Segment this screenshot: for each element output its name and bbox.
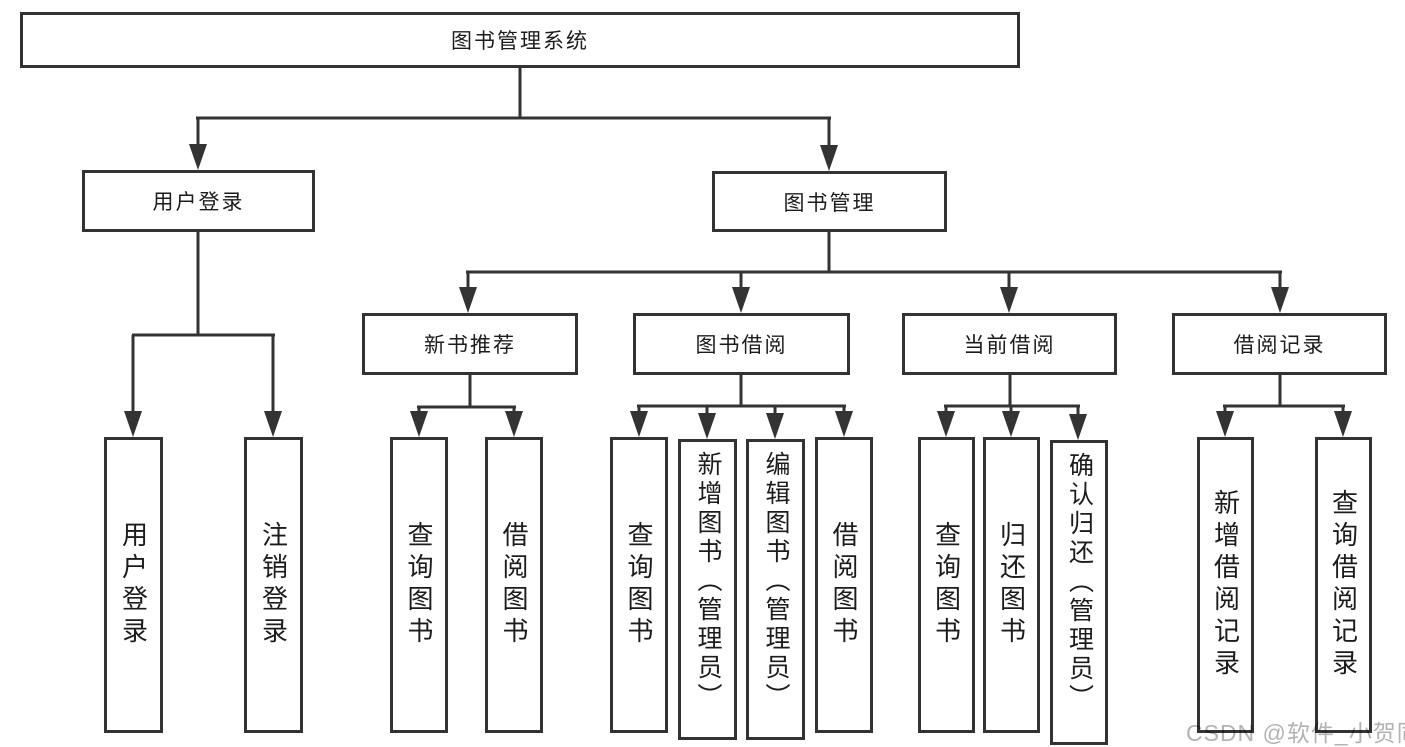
node-label: 编辑图书（管理员） — [762, 451, 790, 712]
node-label: 查询图书 — [404, 521, 434, 649]
node-edit-book-admin: 编辑图书（管理员） — [746, 439, 805, 740]
node-return-book: 归还图书 — [983, 437, 1040, 733]
node-book-borrow: 图书借阅 — [633, 313, 850, 375]
connector-root-to-level2 — [189, 64, 838, 171]
node-label: 借阅图书 — [499, 521, 529, 649]
connector-book-borrow-to-leaves — [630, 372, 853, 439]
node-logout: 注销登录 — [244, 437, 303, 733]
node-label: 归还图书 — [996, 521, 1027, 649]
connector-user-login-to-leaves — [124, 229, 282, 437]
node-confirm-return-admin: 确认归还（管理员） — [1050, 440, 1108, 745]
node-label: 用户登录 — [118, 521, 149, 649]
node-label: 查询借阅记录 — [1328, 489, 1359, 681]
node-add-book-admin: 新增图书（管理员） — [678, 439, 737, 740]
node-add-borrow-record: 新增借阅记录 — [1197, 437, 1254, 733]
node-current-borrow: 当前借阅 — [902, 313, 1117, 375]
node-label: 确认归还（管理员） — [1065, 452, 1094, 713]
node-new-book-recommend: 新书推荐 — [362, 313, 578, 375]
connector-book-management-to-level3 — [459, 229, 1289, 313]
node-library-system: 图书管理系统 — [20, 12, 1020, 68]
node-label: 查询图书 — [931, 521, 962, 649]
node-borrow-books-recommend: 借阅图书 — [485, 437, 543, 733]
node-label: 注销登录 — [258, 521, 289, 649]
node-user-login: 用户登录 — [82, 170, 315, 232]
connector-new-book-recommend-to-leaves — [410, 372, 523, 437]
node-user-login-leaf: 用户登录 — [104, 437, 163, 733]
node-borrow-records: 借阅记录 — [1172, 313, 1387, 375]
node-label: 借阅图书 — [829, 521, 859, 649]
connector-borrow-records-to-leaves — [1216, 372, 1352, 437]
node-query-books-borrow: 查询图书 — [610, 437, 668, 733]
connector-current-borrow-to-leaves — [937, 372, 1087, 440]
node-label: 新增图书（管理员） — [694, 451, 722, 712]
node-query-books-current: 查询图书 — [918, 437, 975, 733]
csdn-watermark: CSDN @软件_小贺同学 — [1186, 720, 1405, 746]
node-label: 查询图书 — [624, 521, 654, 649]
node-book-management: 图书管理 — [712, 171, 947, 232]
node-label: 新增借阅记录 — [1210, 489, 1241, 681]
node-borrow-books-leaf: 借阅图书 — [815, 437, 873, 733]
node-query-borrow-record: 查询借阅记录 — [1315, 437, 1372, 733]
node-query-books-recommend: 查询图书 — [390, 437, 448, 733]
